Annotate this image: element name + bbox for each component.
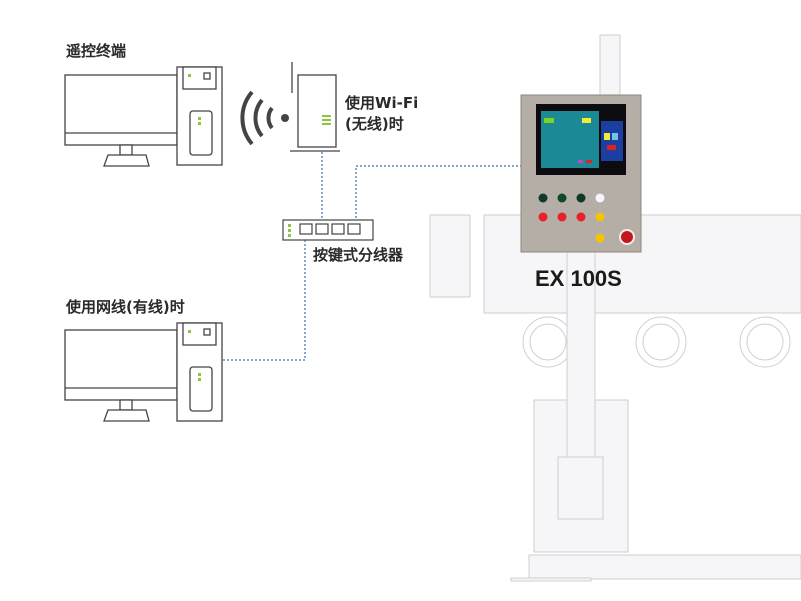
- wifi-router: [290, 62, 340, 152]
- wifi-leds: [322, 115, 331, 125]
- wifi-signal-icon: [240, 90, 289, 146]
- wired-computer: [64, 322, 223, 422]
- remote-terminal-computer: [64, 66, 223, 167]
- wifi-label-line1: 使用Wi-Fi: [345, 94, 419, 112]
- wifi-label-line2: (无线)时: [345, 115, 404, 133]
- control-panel: [520, 94, 642, 253]
- switch-label: 按键式分线器: [313, 246, 404, 264]
- terminal-leds: [188, 74, 201, 125]
- wired-label: 使用网线(有线)时: [66, 298, 185, 316]
- network-links: [222, 152, 522, 361]
- panel-buttons: [538, 193, 635, 245]
- remote-terminal-label: 遥控终端: [66, 42, 127, 60]
- model-name: EX 100S: [535, 266, 622, 291]
- switching-hub: [282, 219, 374, 241]
